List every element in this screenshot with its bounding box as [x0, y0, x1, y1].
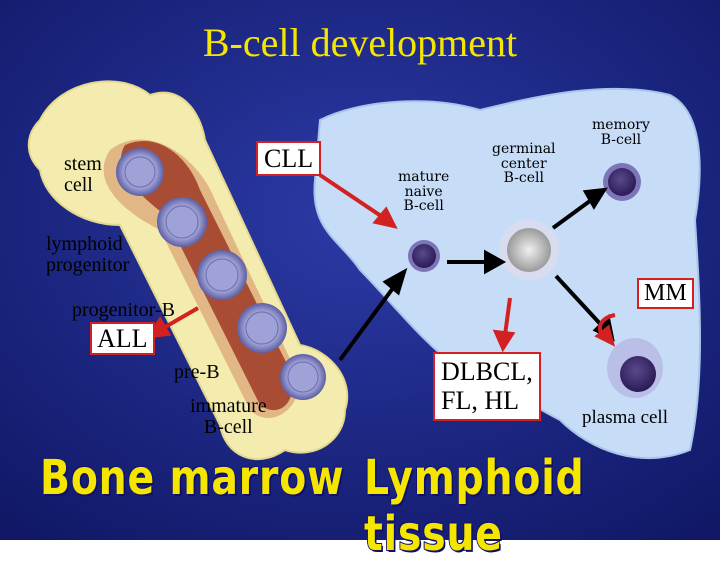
pre-b-graphic [237, 303, 287, 353]
stem-cell-graphic [116, 148, 164, 196]
dlbcl-box: DLBCL, FL, HL [433, 352, 541, 422]
plasma-cell-graphic [607, 338, 663, 398]
diagram-canvas [0, 0, 720, 540]
progenitor-b-label: progenitor-B [72, 299, 175, 321]
germinal-center-cell-graphic [499, 220, 559, 280]
germinal-center-label: germinal center B-cell [492, 141, 556, 187]
memory-cell-graphic [603, 163, 641, 201]
malignancy-arrows [146, 173, 616, 353]
pre-b-label: pre-B [174, 361, 220, 383]
mm-box: MM [637, 278, 694, 310]
mature-naive-cell-graphic [408, 240, 440, 272]
progenitor-b-graphic [197, 250, 247, 300]
page-title: B-cell development [202, 20, 518, 65]
memory-cell-label: memory B-cell [592, 117, 650, 148]
lymphoid-progenitor-label: lymphoid progenitor [46, 233, 130, 276]
mature-naive-label: mature naive B-cell [398, 169, 450, 215]
lymphoid-progenitor-graphic [157, 197, 207, 247]
cll-box: CLL [256, 141, 322, 177]
immature-b-cell-graphic [280, 354, 326, 400]
immature-b-cell-label: immature B-cell [190, 395, 267, 438]
all-box: ALL [90, 322, 155, 356]
plasma-cell-label: plasma cell [582, 407, 668, 428]
bone-marrow-banner: Bone marrow [39, 449, 345, 507]
lymphoid-tissue-banner: Lymphoid tissue [363, 449, 585, 562]
stem-cell-label: stem cell [64, 153, 102, 196]
